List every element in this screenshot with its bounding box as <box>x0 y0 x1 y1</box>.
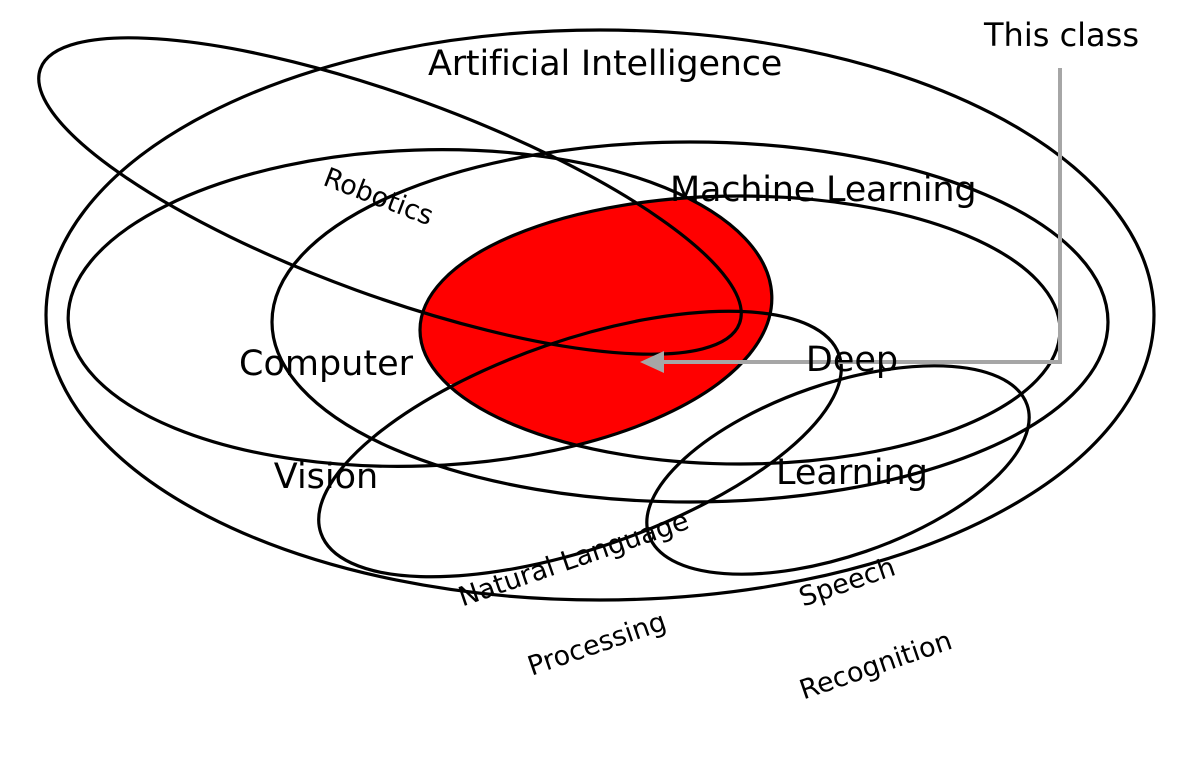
ellipse-computer-vision <box>66 148 774 468</box>
label-deep-learning-line1: Deep <box>805 339 899 380</box>
venn-diagram: Artificial Intelligence Machine Learning… <box>37 16 1156 707</box>
label-this-class: This class <box>984 16 1139 54</box>
label-computer-vision-line2: Vision <box>273 456 379 497</box>
this-class-leader <box>640 68 1062 373</box>
ellipse-robotics <box>37 36 743 356</box>
label-deep-learning: Deep Learning <box>762 266 942 568</box>
leader-arrowhead-icon <box>640 351 664 373</box>
venn-canvas <box>37 28 1156 602</box>
ellipse-natural-language-processing <box>317 309 843 579</box>
label-machine-learning: Machine Learning <box>670 170 977 210</box>
label-deep-learning-line2: Learning <box>776 452 928 493</box>
label-computer-vision-line1: Computer <box>239 343 413 384</box>
ellipse-artificial-intelligence <box>44 28 1156 602</box>
ellipse-machine-learning <box>270 140 1110 504</box>
label-speech-recognition-line1: Speech <box>795 551 900 614</box>
label-artificial-intelligence: Artificial Intelligence <box>428 44 783 84</box>
label-speech-recognition-line2: Recognition <box>795 624 957 707</box>
label-computer-vision: Computer Vision <box>236 270 416 572</box>
leader-line-path <box>656 68 1062 364</box>
ellipse-speech-recognition <box>645 364 1031 576</box>
label-nlp-line2: Processing <box>523 605 671 683</box>
label-nlp-line1: Natural Language <box>454 505 694 614</box>
